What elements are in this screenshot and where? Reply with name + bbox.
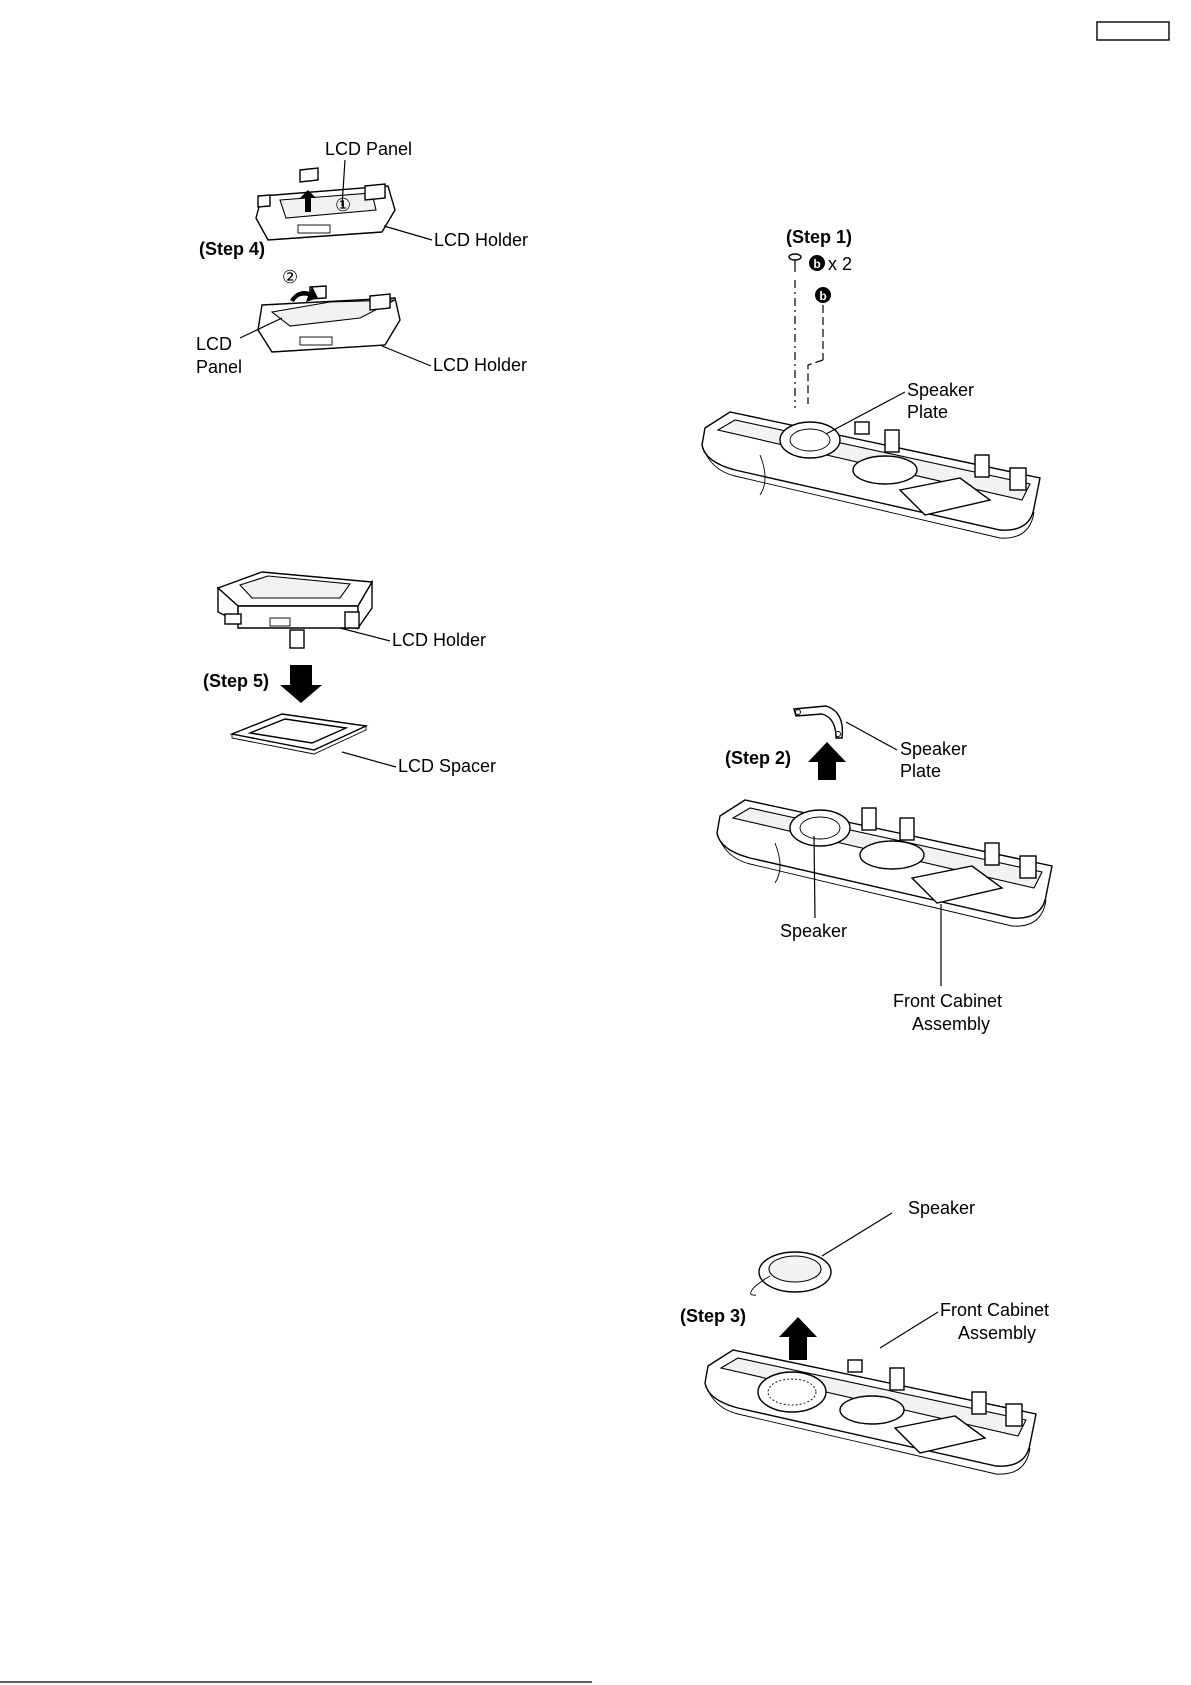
speaker-plate-label-1a: Speaker bbox=[907, 380, 974, 400]
front-cabinet-illustration-1 bbox=[702, 412, 1040, 538]
speaker-illustration bbox=[751, 1252, 831, 1295]
lcd-holder-assembly-illustration bbox=[218, 572, 372, 648]
front-cabinet-illustration-3 bbox=[705, 1350, 1036, 1474]
up-arrow-icon-step2 bbox=[808, 742, 846, 780]
speaker-plate-label-1b: Plate bbox=[907, 402, 948, 422]
lcd-holder-label-1: LCD Holder bbox=[434, 230, 528, 250]
speaker-label-1: Speaker bbox=[780, 921, 847, 941]
speaker-plate-label-2a: Speaker bbox=[900, 739, 967, 759]
screw-badge-letter: b bbox=[813, 257, 820, 271]
lcd-panel-label-left-1: LCD bbox=[196, 334, 232, 354]
lcd-holder-label-2: LCD Holder bbox=[433, 355, 527, 375]
circled-two: ② bbox=[282, 267, 298, 287]
step-4-label: (Step 4) bbox=[199, 239, 265, 259]
step-5-label: (Step 5) bbox=[203, 671, 269, 691]
down-arrow-icon bbox=[280, 665, 322, 703]
front-cabinet-label-2b: Assembly bbox=[958, 1323, 1036, 1343]
lcd-panel-label-top: LCD Panel bbox=[325, 139, 412, 159]
front-cabinet-illustration-2 bbox=[717, 800, 1052, 926]
front-cabinet-label-1b: Assembly bbox=[912, 1014, 990, 1034]
circled-one: ① bbox=[335, 195, 351, 215]
front-cabinet-label-1a: Front Cabinet bbox=[893, 991, 1002, 1011]
speaker-plate-illustration bbox=[794, 706, 842, 738]
front-cabinet-label-2a: Front Cabinet bbox=[940, 1300, 1049, 1320]
speaker-plate-label-2b: Plate bbox=[900, 761, 941, 781]
screw-badge-letter-2: b bbox=[819, 289, 826, 303]
speaker-label-2: Speaker bbox=[908, 1198, 975, 1218]
lcd-holder-label-3: LCD Holder bbox=[392, 630, 486, 650]
lcd-panel-label-left-2: Panel bbox=[196, 357, 242, 377]
lcd-spacer-label: LCD Spacer bbox=[398, 756, 496, 776]
lcd-holder-top-illustration bbox=[256, 168, 395, 240]
lcd-spacer-illustration bbox=[232, 714, 366, 754]
screw-count-label: x 2 bbox=[828, 254, 852, 274]
screw-icon bbox=[789, 254, 801, 272]
step-1-label: (Step 1) bbox=[786, 227, 852, 247]
page-number-box bbox=[1097, 22, 1169, 40]
step-3-label: (Step 3) bbox=[680, 1306, 746, 1326]
up-arrow-icon-step3 bbox=[779, 1317, 817, 1360]
step-2-label: (Step 2) bbox=[725, 748, 791, 768]
